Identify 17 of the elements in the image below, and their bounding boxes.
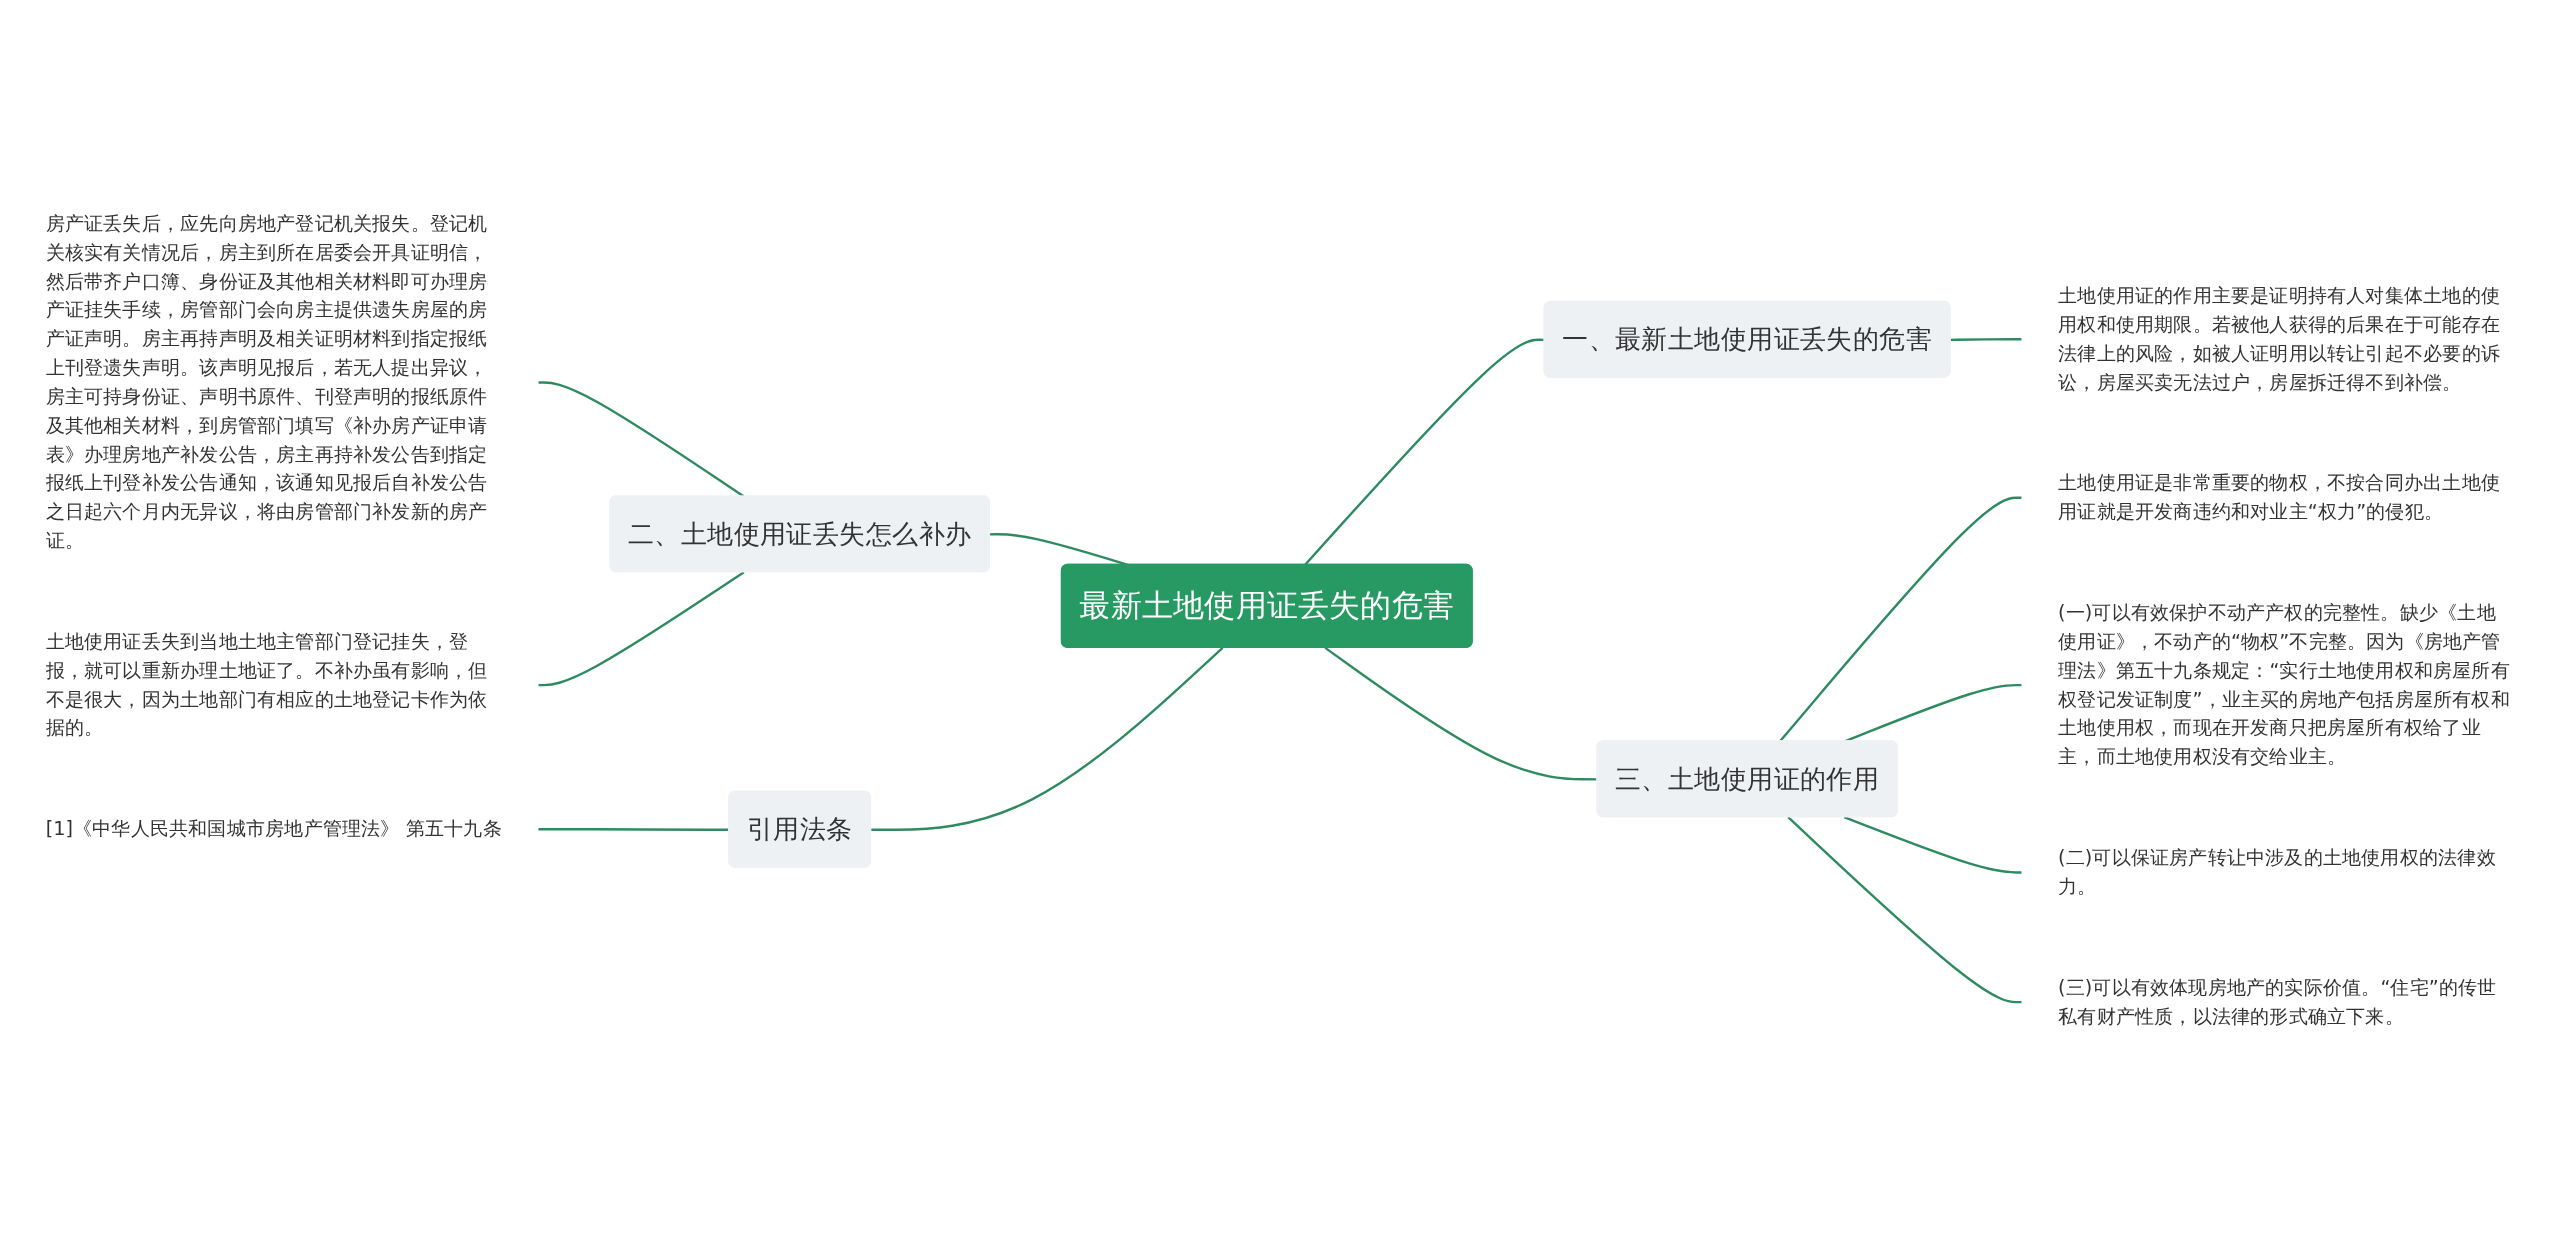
connector	[1950, 338, 2023, 342]
connector	[871, 647, 1224, 832]
connector	[1324, 647, 1598, 781]
connector	[537, 381, 745, 498]
node-text: 房产证丢失后，应先向房地产登记机关报失。登记机关核实有关情况后，房主到所在居委会开具证明信，然后带齐户口簿、身份证及其他相关材料即可办理房产证挂失手续，房管部门会向房主提供遗失房屋的房产证声明。房主再持声明及相关证明材料到指定报纸上刊登遗失声明。该声明见报后，若无人提出异议，房主可持身份证、声明书原件、刊登声明的报纸原件及其他相关材料，到房管部门填写《补办房产证申请表》办理房地产补发公告，房主再持补发公告到指定报纸上刊登补发公告通知，该通知见报后自补发公告之日起六个月内无异议，将由房管部门补发新的房产证。	[45, 212, 488, 553]
connector	[1843, 684, 2023, 743]
connector	[1778, 496, 2023, 743]
node-text: (三)可以有效体现房地产的实际价值。“住宅”的传世私有财产性质，以法律的形式确立下来。	[2058, 975, 2497, 1028]
connector	[537, 571, 745, 687]
node-text: (一)可以有效保护不动产产权的完整性。缺少《土地使用证》，不动产的“物权”不完整。因为《房地产管理法》第五十九条规定：“实行土地使用权和房屋所有权登记发证制度”，业主买的房地产包括房屋所有权和土地使用权，而现在开发商只把房屋所有权给了业主，而土地使用权没有交给业主。	[2058, 601, 2510, 769]
node-text: 土地使用证丢失到当地土地主管部门登记挂失，登报，就可以重新办理土地证了。不补办虽有影响，但不是很大，因为土地部门有相应的土地登记卡作为依据的。	[45, 630, 488, 740]
node-text: 土地使用证的作用主要是证明持有人对集体土地的使用权和使用期限。若被他人获得的后果在于可能存在法律上的风险，如被人证明用以转让引起不必要的诉讼，房屋买卖无法过户，房屋拆迁得不到补偿。	[2058, 284, 2500, 394]
node-text: (二)可以保证房产转让中涉及的土地使用权的法律效力。	[2058, 846, 2496, 898]
connector	[1843, 816, 2023, 874]
connector	[1787, 816, 2023, 1004]
node-text: [1]《中华人民共和国城市房地产管理法》 第五十九条	[45, 817, 502, 841]
node-text: 土地使用证是非常重要的物权，不按合同办出土地使用证就是开发商违约和对业主“权力”的侵犯。	[2058, 471, 2500, 524]
